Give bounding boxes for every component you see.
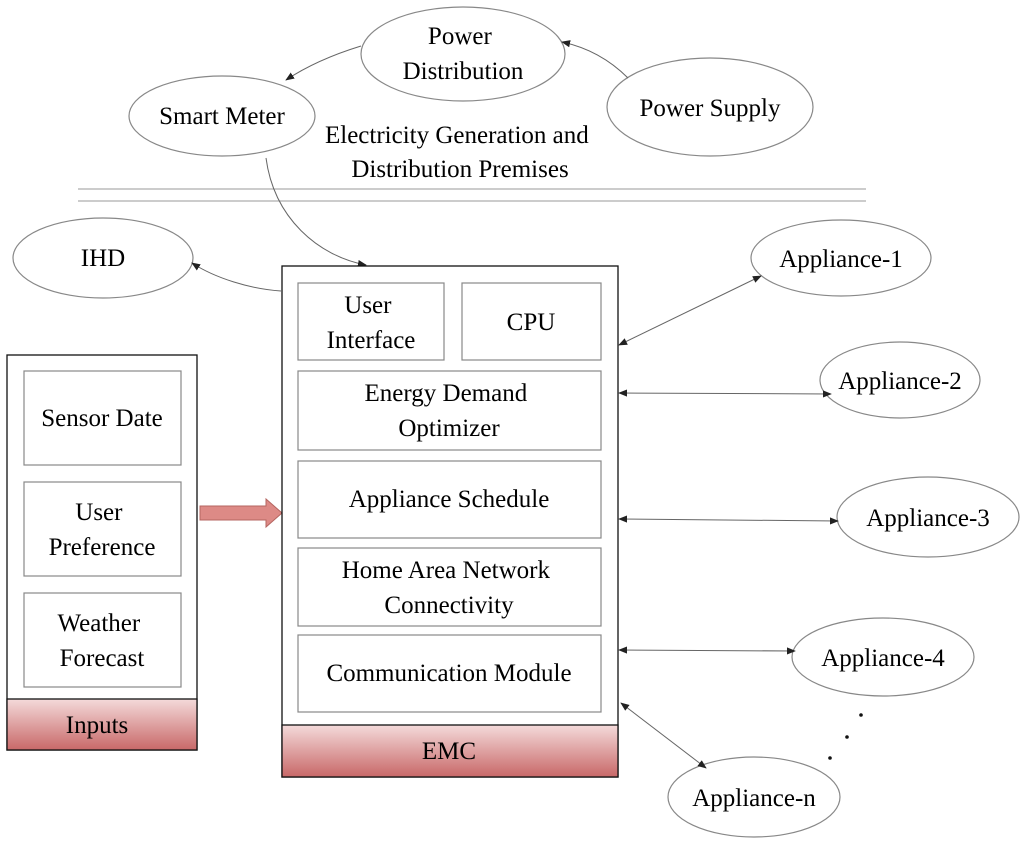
user-interface-box: [297, 282, 445, 361]
sensor-date-box: [23, 370, 182, 466]
appliance-4-node: Appliance-4: [791, 617, 975, 697]
ihd-label: IHD: [81, 245, 125, 272]
user-interface-line-1: User: [344, 292, 392, 319]
svg-text:Power Distribution: Power Distribution: [403, 23, 524, 85]
premises-caption-line-1: Electricity Generation and: [325, 122, 589, 149]
cpu-label: CPU: [507, 309, 556, 336]
power-distribution-label-2: Distribution: [403, 58, 524, 85]
user-preference-label: User Preference: [49, 499, 156, 561]
emc-appliance-n-link: [620, 702, 707, 769]
energy-demand-optimizer-line-1: Energy Demand: [365, 380, 528, 407]
meter-to-emc-arrow: [265, 157, 367, 268]
power-supply-label: Power Supply: [640, 95, 781, 122]
cpu-box: [461, 282, 602, 361]
emc-to-ihd-arrow: [191, 262, 282, 292]
emc-appliance-2-link: [618, 389, 832, 398]
inputs-footer: [6, 698, 198, 751]
appliance-schedule-box: [297, 460, 602, 539]
supply-to-distribution-arrow: [561, 40, 629, 79]
weather-forecast-label: Weather Forecast: [58, 610, 147, 672]
appliance-1-label: Appliance-1: [779, 246, 903, 273]
power-supply-node: Power Supply: [606, 57, 814, 157]
emc-appliance-3-link: [618, 515, 839, 525]
distribution-to-meter-arrow: [285, 45, 362, 81]
appliance-schedule-label: Appliance Schedule: [349, 486, 550, 513]
appliance-4-label: Appliance-4: [821, 645, 945, 672]
communication-module-label: Communication Module: [326, 660, 571, 687]
sensor-date-label: Sensor Date: [41, 405, 163, 432]
emc-appliance-1-link: [618, 275, 762, 346]
user-interface-line-2: Interface: [327, 327, 416, 354]
smart-meter-node: Smart Meter: [128, 75, 316, 157]
premises-caption: Electricity Generation and Distribution …: [325, 122, 595, 183]
appliance-2-node: Appliance-2: [819, 341, 981, 419]
appliance-n-label: Appliance-n: [692, 785, 816, 812]
user-interface-label: User Interface: [327, 292, 416, 354]
emc-footer: [281, 724, 619, 778]
power-distribution-label-1: Power: [428, 23, 493, 50]
energy-demand-optimizer-label: Energy Demand Optimizer: [365, 380, 534, 442]
premises-caption-line-2: Distribution Premises: [351, 156, 568, 183]
appliance-3-label: Appliance-3: [866, 505, 990, 532]
user-preference-line-1: User: [75, 499, 123, 526]
user-preference-line-2: Preference: [49, 534, 156, 561]
appliance-2-label: Appliance-2: [838, 368, 962, 395]
home-area-network-line-2: Connectivity: [384, 592, 514, 619]
weather-forecast-line-1: Weather: [58, 610, 141, 637]
appliance-3-node: Appliance-3: [836, 476, 1020, 558]
home-area-network-label: Home Area Network Connectivity: [342, 557, 557, 619]
emc-footer-label: EMC: [422, 738, 476, 765]
weather-forecast-box: [23, 592, 182, 688]
energy-demand-optimizer-box: [297, 370, 602, 451]
inputs-footer-label: Inputs: [66, 712, 129, 739]
home-area-network-line-1: Home Area Network: [342, 557, 551, 584]
inputs-to-emc-block-arrow: [199, 497, 283, 529]
smart-meter-label: Smart Meter: [159, 103, 285, 130]
inputs-panel: Sensor Date User Preference Weather Fore…: [6, 354, 198, 751]
emc-panel: User Interface CPU Energy Demand Optimiz…: [281, 265, 619, 778]
communication-module-box: [297, 634, 602, 713]
more-appliances-ellipsis: [828, 713, 863, 760]
appliance-1-node: Appliance-1: [750, 219, 932, 297]
user-preference-box: [23, 481, 182, 577]
power-distribution-node: Power Distribution: [360, 6, 566, 102]
energy-demand-optimizer-line-2: Optimizer: [398, 415, 500, 442]
emc-appliance-4-link: [618, 646, 796, 655]
appliance-n-node: Appliance-n: [667, 756, 841, 838]
home-area-network-box: [297, 547, 602, 627]
weather-forecast-line-2: Forecast: [60, 645, 145, 672]
ihd-node: IHD: [12, 217, 194, 299]
